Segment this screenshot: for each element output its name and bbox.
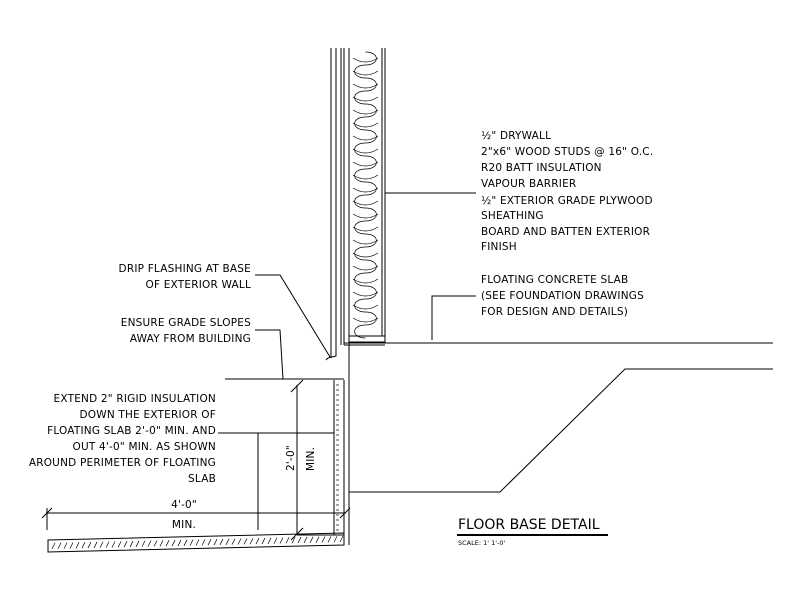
horizontal-dimension: 4'-0" MIN. bbox=[41, 499, 351, 531]
rigid-insulation-vertical bbox=[333, 380, 345, 535]
slab-callout-line: FOR DESIGN AND DETAILS) bbox=[481, 306, 628, 318]
wall-callout-line: ½" EXTERIOR GRADE PLYWOOD bbox=[481, 195, 653, 207]
batt-insulation-pattern bbox=[352, 51, 379, 339]
wall-callout-line: 2"x6" WOOD STUDS @ 16" O.C. bbox=[481, 146, 653, 158]
vertical-dim-value: 2'-0" bbox=[285, 445, 297, 471]
wall-assembly bbox=[330, 48, 386, 358]
rigid-insulation-horizontal bbox=[47, 532, 345, 553]
vertical-dimension: 2'-0" MIN. bbox=[285, 379, 344, 541]
slab-callout-line: FLOATING CONCRETE SLAB bbox=[481, 274, 628, 286]
rigid-insulation-hatch bbox=[336, 384, 339, 531]
slab-callout: FLOATING CONCRETE SLAB (SEE FOUNDATION D… bbox=[481, 274, 644, 318]
drip-callout-line: OF EXTERIOR WALL bbox=[145, 279, 251, 291]
horizontal-dim-qualifier: MIN. bbox=[172, 519, 196, 531]
rigid-insulation-horizontal-hatch bbox=[51, 535, 344, 550]
title-block: FLOOR BASE DETAIL SCALE: 1' 1'-0' bbox=[457, 517, 608, 547]
drip-flashing-callout: DRIP FLASHING AT BASE OF EXTERIOR WALL bbox=[119, 263, 251, 291]
wall-callout-line: ½" DRYWALL bbox=[481, 130, 551, 142]
insulation-callout-line: AROUND PERIMETER OF FLOATING bbox=[29, 457, 216, 469]
drip-callout-line: DRIP FLASHING AT BASE bbox=[119, 263, 251, 275]
grade-callout: ENSURE GRADE SLOPES AWAY FROM BUILDING bbox=[121, 317, 251, 345]
insulation-callout-line: FLOATING SLAB 2'-0" MIN. AND bbox=[47, 425, 216, 437]
insulation-callout-line: OUT 4'-0" MIN. AS SHOWN bbox=[73, 441, 216, 453]
leaders bbox=[218, 192, 476, 530]
rigid-insulation-callout: EXTEND 2" RIGID INSULATION DOWN THE EXTE… bbox=[29, 393, 216, 485]
drip-flashing bbox=[325, 352, 337, 361]
slab-callout-line: (SEE FOUNDATION DRAWINGS bbox=[481, 290, 644, 302]
wall-callout-line: R20 BATT INSULATION bbox=[481, 162, 602, 174]
grade-callout-line: AWAY FROM BUILDING bbox=[130, 333, 251, 345]
drawing-title: FLOOR BASE DETAIL bbox=[458, 517, 600, 533]
vertical-dim-qualifier: MIN. bbox=[305, 447, 317, 471]
insulation-callout-line: DOWN THE EXTERIOR OF bbox=[80, 409, 217, 421]
wall-callout-line: FINISH bbox=[481, 241, 517, 253]
wall-callout-line: VAPOUR BARRIER bbox=[481, 178, 576, 190]
insulation-callout-line: EXTEND 2" RIGID INSULATION bbox=[54, 393, 216, 405]
wall-callout-line: BOARD AND BATTEN EXTERIOR bbox=[481, 226, 650, 238]
grade-callout-line: ENSURE GRADE SLOPES bbox=[121, 317, 251, 329]
insulation-callout-line: SLAB bbox=[188, 473, 216, 485]
wall-callout-line: SHEATHING bbox=[481, 210, 544, 222]
floating-slab bbox=[344, 342, 773, 545]
wall-callout: ½" DRYWALL 2"x6" WOOD STUDS @ 16" O.C. R… bbox=[481, 130, 653, 253]
drawing-scale: SCALE: 1' 1'-0' bbox=[458, 539, 505, 547]
horizontal-dim-value: 4'-0" bbox=[171, 499, 197, 511]
